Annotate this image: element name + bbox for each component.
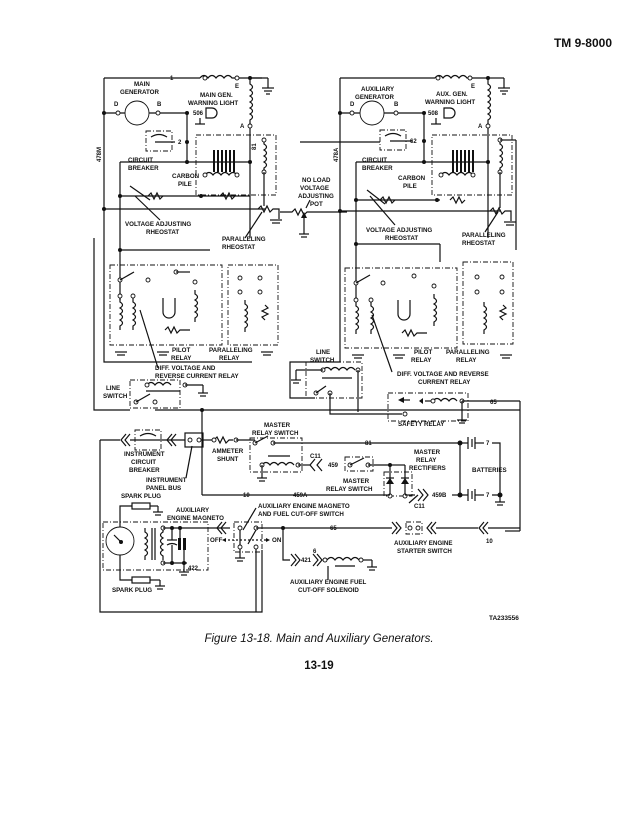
wire-7-bottom-label: 7 [486, 493, 490, 499]
terminal-d-main: D [114, 102, 119, 108]
wire-422-label: 422 [188, 566, 199, 572]
wire-65-bottom-label: 65 [330, 526, 337, 532]
wire-459-label: 459 [328, 463, 339, 469]
wire-7-top-label: 7 [486, 441, 490, 447]
document-id: TM 9-8000 [553, 36, 612, 50]
wire-6-label: 6 [313, 549, 317, 555]
connector-c11-bottom-label: C11 [414, 504, 425, 510]
terminal-b-main: B [157, 102, 162, 108]
wire-1-label: 1 [170, 76, 174, 82]
terminal-b-aux: B [394, 102, 399, 108]
magneto-fuel-switch-box[interactable] [233, 521, 263, 553]
main-warning-light-label: MAIN GEN.WARNING LIGHT [188, 92, 238, 107]
wire-459b-label: 459B [432, 493, 447, 499]
wire-2-label: 2 [178, 140, 182, 146]
wire-478a-label: 478A [334, 147, 340, 162]
aux-warning-light-label: AUX. GEN.WARNING LIGHT [425, 91, 475, 106]
main-warning-lamp-icon [205, 107, 218, 119]
switch-on-label: ON [272, 537, 282, 544]
aux-warning-lamp-icon [443, 107, 456, 119]
terminal-d-aux: D [350, 102, 355, 108]
wire-421-label: 421 [301, 558, 312, 564]
wire-62-label: 62 [410, 139, 417, 145]
aux-relay-contacts [353, 273, 508, 338]
no-load-pot-icon [280, 207, 347, 217]
terminal-e-main: E [235, 84, 239, 90]
drawing-id: TA233556 [489, 615, 519, 622]
terminal-a-aux: A [478, 124, 483, 130]
wire-508-label: 508 [428, 111, 439, 117]
page-number: 13-19 [304, 660, 334, 672]
wire-65-top-label: 65 [490, 400, 497, 406]
wire-10-right-label: 10 [486, 539, 493, 545]
aux-generator-symbol [359, 100, 385, 126]
wire-81-bottom-label: 81 [365, 441, 372, 447]
terminal-a-main: A [240, 124, 245, 130]
figure-caption: Figure 13-18. Main and Auxiliary Generat… [204, 633, 434, 645]
spark-plug-bottom-icon [131, 576, 151, 584]
switch-off-label: OFF [210, 537, 223, 544]
grounds-aux [352, 354, 512, 359]
aux-starter-switch-box[interactable] [405, 521, 423, 535]
safety-relay-label: SAFETY RELAY [398, 421, 445, 428]
fuel-solenoid-icon [326, 556, 360, 561]
main-relay-contacts [117, 269, 270, 335]
batteries-label: BATTERIES [472, 467, 507, 474]
pilot-lamp-icon [162, 298, 176, 319]
wire-81-main-label: 81 [252, 143, 258, 150]
connector-icon [120, 433, 131, 447]
grounds-main [115, 351, 273, 356]
wire-10-left-label: 10 [243, 493, 250, 499]
wire-478m-label: 478M [97, 147, 103, 162]
terminal-e-aux: E [471, 84, 475, 90]
wire-506-label: 506 [193, 111, 204, 117]
main-generator-symbol [124, 100, 150, 126]
ammeter-shunt-icon [213, 435, 233, 445]
spark-plug-bottom-label: SPARK PLUG [112, 587, 152, 594]
spark-plug-top-icon [131, 502, 151, 510]
battery-icon [460, 437, 484, 501]
rectifier-diode-icon [386, 478, 394, 484]
spark-plug-top-label: SPARK PLUG [121, 493, 161, 500]
wire-459a-label: 459A [293, 493, 308, 499]
connector-c11-top-label: C11 [310, 454, 321, 460]
